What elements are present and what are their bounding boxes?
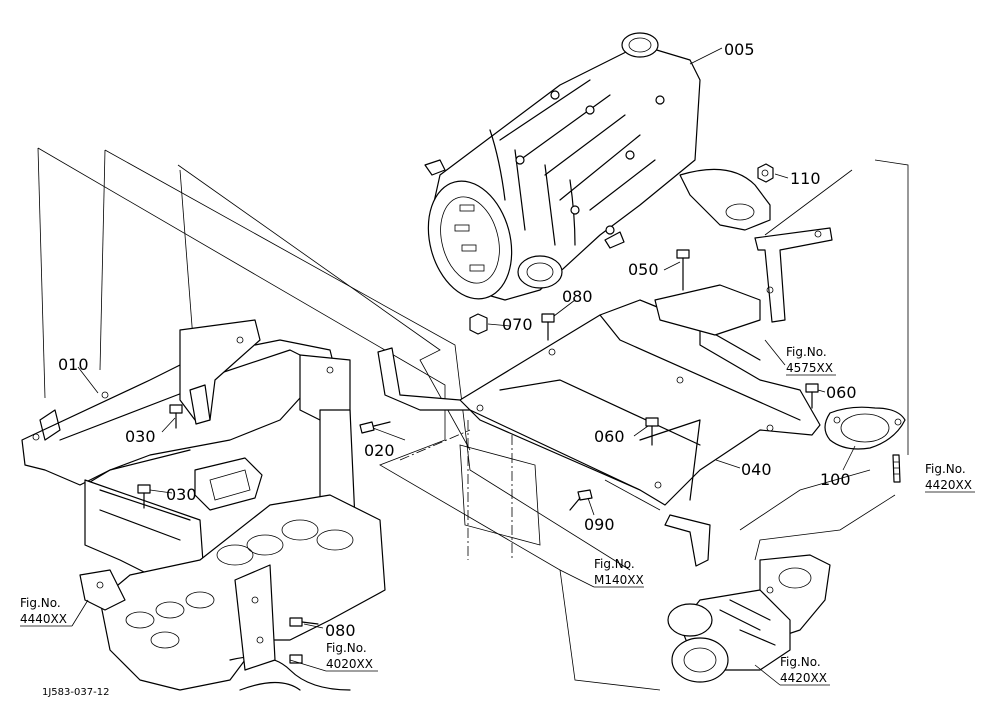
fig-ref-title: Fig.No. — [20, 596, 61, 610]
fig-ref-number: M140XX — [594, 573, 644, 587]
fig-ref-number: 4420XX — [780, 671, 827, 685]
label-005: 005 — [724, 40, 755, 59]
cover-plate-outline — [399, 420, 541, 560]
leader-lines — [77, 47, 856, 629]
label-040: 040 — [741, 460, 772, 479]
fig-ref-number: 4020XX — [326, 657, 373, 671]
label-070: 070 — [502, 315, 533, 334]
drawing-code: 1J583-037-12 — [42, 687, 109, 698]
fig-ref-number: 4575XX — [786, 361, 833, 375]
figure-references: Fig.No. 4575XX Fig.No. 4420XX Fig.No. M1… — [20, 345, 975, 686]
spacer-030 — [189, 384, 263, 511]
engine-cylinder-head — [99, 494, 386, 691]
fig-ref-title: Fig.No. — [326, 641, 367, 655]
fig-ref-4420xx-bottom: Fig.No. 4420XX — [754, 655, 830, 686]
label-090: 090 — [584, 515, 615, 534]
label-100: 100 — [820, 470, 851, 489]
side-bracket — [79, 569, 126, 611]
fig-ref-4020xx: Fig.No. 4020XX — [289, 641, 378, 672]
label-080-top: 080 — [562, 287, 593, 306]
fig-ref-4420xx-right: Fig.No. 4420XX — [925, 462, 975, 493]
label-110: 110 — [790, 169, 821, 188]
label-030-lower: 030 — [166, 485, 197, 504]
label-060-right: 060 — [826, 383, 857, 402]
dpf-muffler-005 — [424, 32, 771, 301]
fig-ref-title: Fig.No. — [925, 462, 966, 476]
muffler-bracket — [754, 227, 833, 323]
fig-ref-4440xx: Fig.No. 4440XX — [20, 596, 89, 627]
fig-ref-title: Fig.No. — [786, 345, 827, 359]
part-labels: 005 110 050 080 070 010 030 020 030 060 … — [58, 40, 857, 640]
label-020: 020 — [364, 441, 395, 460]
nut-110 — [757, 163, 774, 183]
fig-ref-title: Fig.No. — [780, 655, 821, 669]
gasket-100 — [824, 406, 906, 450]
fig-ref-m140xx: Fig.No. M140XX — [559, 557, 644, 588]
label-030-upper: 030 — [125, 427, 156, 446]
turbocharger — [667, 554, 831, 683]
fig-ref-4575xx: Fig.No. 4575XX — [786, 345, 836, 376]
fig-ref-number: 4440XX — [20, 612, 67, 626]
fasteners — [137, 249, 819, 664]
fig-ref-title: Fig.No. — [594, 557, 635, 571]
stud-bolt — [892, 454, 901, 483]
label-060-center: 060 — [594, 427, 625, 446]
mounting-frame-040 — [377, 284, 821, 567]
label-080-bottom: 080 — [325, 621, 356, 640]
fig-ref-number: 4420XX — [925, 478, 972, 492]
label-010: 010 — [58, 355, 89, 374]
label-050: 050 — [628, 260, 659, 279]
